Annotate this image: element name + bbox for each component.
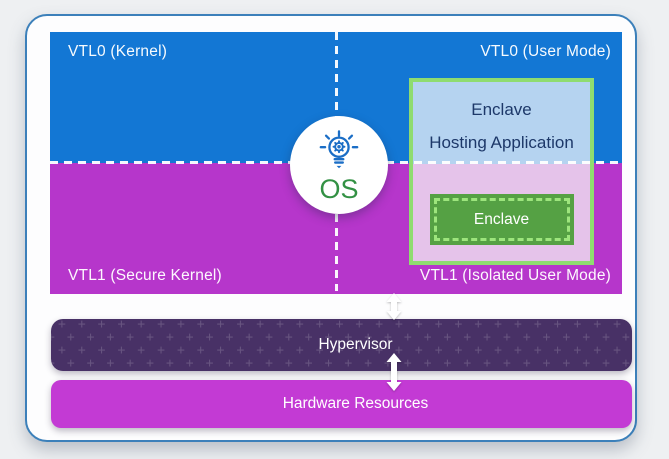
virtual-machine-region: Enclave Hosting Application Enclave VTL0… [50, 32, 622, 294]
enclave-dashed-border [433, 198, 570, 241]
vtl0-kernel-label: VTL0 (Kernel) [68, 43, 168, 60]
enclave-hosting-label-line1: Enclave [471, 100, 532, 119]
enclave-hosting-application-box: Enclave Hosting Application Enclave [409, 78, 594, 265]
os-circle: OS [290, 116, 388, 214]
os-label: OS [319, 174, 359, 204]
vtl1-isolated-user-mode-label: VTL1 (Isolated User Mode) [419, 267, 611, 284]
enclave-hosting-user-section: Enclave Hosting Application [413, 82, 590, 164]
enclave-hosting-isolated-section: Enclave [413, 164, 590, 261]
hypervisor-pattern: ++++++++++++++++++++++++++++++++++++++++… [51, 319, 632, 371]
lightbulb-gear-icon [319, 130, 359, 169]
hypervisor-hardware-arrow [386, 353, 402, 391]
diagram-frame: Enclave Hosting Application Enclave VTL0… [25, 14, 637, 442]
vtl-hypervisor-arrow [386, 293, 402, 320]
enclave-hosting-application-label: Enclave Hosting Application [413, 82, 590, 159]
hardware-resources-label: Hardware Resources [282, 395, 429, 412]
hardware-resources-bar: Hardware Resources [51, 380, 632, 428]
hypervisor-bar: ++++++++++++++++++++++++++++++++++++++++… [51, 319, 632, 371]
enclave-hosting-label-line2: Hosting Application [429, 133, 574, 152]
enclave-label: Enclave [473, 210, 530, 228]
enclave-box: Enclave [429, 194, 574, 245]
vtl0-user-mode-label: VTL0 (User Mode) [480, 43, 611, 60]
hypervisor-label: Hypervisor [318, 336, 393, 353]
vtl1-secure-kernel-label: VTL1 (Secure Kernel) [68, 267, 222, 284]
